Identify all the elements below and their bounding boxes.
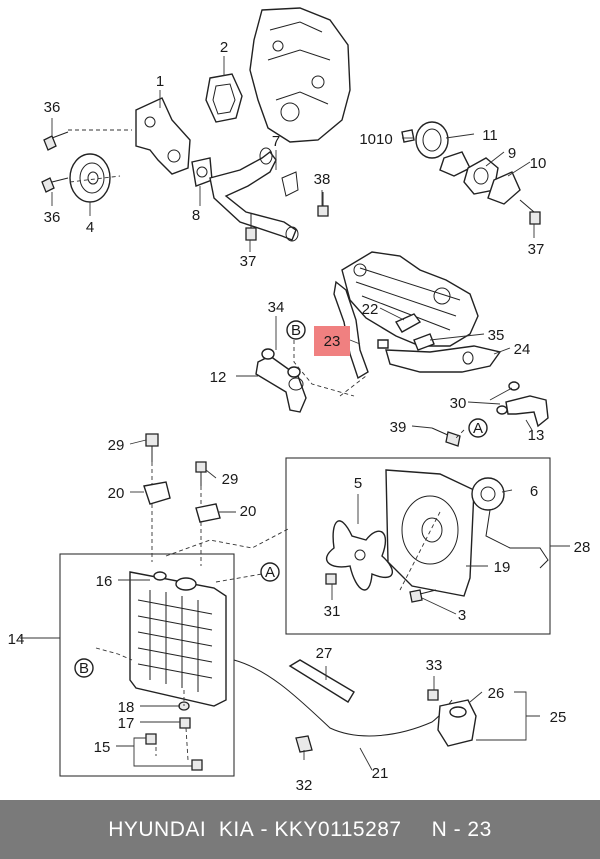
- hose-part-22: [394, 313, 422, 333]
- callout-30: 30: [450, 395, 467, 412]
- parts-diagram: A A B B 1 2 36 36 4 8 7 38 37 1010 11 9 …: [8, 7, 591, 794]
- dashed-lines: [68, 129, 465, 761]
- callout-31: 31: [324, 603, 341, 620]
- clip-part-32: [295, 735, 313, 753]
- hose-part-12: [255, 355, 307, 413]
- callout-25: 25: [550, 709, 567, 726]
- thermostat-group: [401, 121, 541, 225]
- callout-34: 34: [268, 299, 285, 316]
- callout-9: 9: [508, 145, 516, 162]
- pipe-part-24: [385, 345, 502, 373]
- callout-17: 17: [118, 715, 135, 732]
- gasket-part-2: [205, 73, 243, 123]
- radiator-box: [59, 553, 235, 777]
- callout-22: 22: [362, 301, 379, 318]
- svg-text:A: A: [473, 420, 483, 437]
- ref-b-left: B: [74, 658, 94, 678]
- callout-26: 26: [488, 685, 505, 702]
- bolt-part-37: [245, 214, 257, 241]
- ref-a-right: A: [468, 418, 488, 438]
- svg-text:B: B: [291, 322, 301, 339]
- water-pipe-part-7: [209, 147, 299, 242]
- footer-separator: -: [254, 817, 275, 841]
- callout-3: 3: [458, 607, 466, 624]
- callout-5: 5: [354, 475, 362, 492]
- callout-27: 27: [316, 645, 333, 662]
- bolt-part-39: [431, 427, 461, 447]
- bracket-part-20: [143, 481, 221, 523]
- callout-37-right: 37: [528, 241, 545, 258]
- hose-part-23: [333, 280, 389, 380]
- footer-bar: HYUNDAI KIA - KKY0115287 N - 23: [0, 800, 600, 859]
- callout-15: 15: [94, 739, 111, 756]
- fan-shroud-part-19: [385, 469, 475, 597]
- bolt-part-36: [41, 131, 69, 193]
- callout-23: 23: [324, 333, 341, 350]
- hose-part-13: [505, 395, 549, 428]
- callout-32: 32: [296, 777, 313, 794]
- callout-36-bottom: 36: [44, 209, 61, 226]
- clamp-part-34: [261, 348, 301, 378]
- callout-33: 33: [426, 657, 443, 674]
- fan-blade-part-5: [326, 520, 393, 591]
- callout-37-left: 37: [240, 253, 257, 270]
- callout-39: 39: [390, 419, 407, 436]
- callout-16: 16: [96, 573, 113, 590]
- callout-12: 12: [210, 369, 227, 386]
- bolt-part-33: [427, 689, 439, 701]
- callout-19: 19: [494, 559, 511, 576]
- svg-text:A: A: [265, 564, 275, 581]
- callout-10: 10: [530, 155, 547, 172]
- bracket-part-1: [135, 97, 191, 175]
- callout-14: 14: [8, 631, 25, 648]
- callout-labels: 1 2 36 36 4 8 7 38 37 1010 11 9 10 37 22…: [8, 39, 591, 794]
- callout-29-left: 29: [108, 437, 125, 454]
- callout-1010: 1010: [359, 131, 392, 148]
- callout-11: 11: [482, 127, 498, 144]
- callout-13: 13: [528, 427, 545, 444]
- radiator-part-14: [129, 571, 227, 707]
- plug-part-17: [179, 717, 191, 729]
- ref-b-top: B: [286, 320, 306, 340]
- callout-18: 18: [118, 699, 135, 716]
- screw-part-3: [409, 589, 437, 603]
- bolt-part-38: [317, 192, 329, 217]
- engine-block: [249, 7, 351, 143]
- callout-21: 21: [372, 765, 389, 782]
- footer-part-number: KKY0115287: [274, 817, 402, 841]
- callout-2: 2: [220, 39, 228, 56]
- footer-page: N - 23: [431, 817, 492, 841]
- cylinder-head: [341, 251, 479, 347]
- callout-29-right: 29: [222, 471, 239, 488]
- callout-35: 35: [488, 327, 505, 344]
- callout-4: 4: [86, 219, 94, 236]
- radiator-cap-part-16: [153, 571, 197, 591]
- callout-6: 6: [530, 483, 538, 500]
- callout-8: 8: [192, 207, 200, 224]
- callout-38: 38: [314, 171, 331, 188]
- hose-part-35: [413, 333, 435, 351]
- leader-lines: [20, 56, 570, 771]
- footer-brand: HYUNDAI KIA: [108, 817, 255, 841]
- bushing-part-15: [145, 733, 203, 771]
- callout-28: 28: [574, 539, 591, 556]
- pulley-part-4: [69, 153, 111, 203]
- highlight-box-part-23: [314, 326, 350, 356]
- callout-24: 24: [514, 341, 531, 358]
- callout-7: 7: [272, 133, 280, 150]
- nut-part-31: [325, 573, 337, 585]
- svg-text:B: B: [79, 660, 89, 677]
- callout-36-top: 36: [44, 99, 61, 116]
- bolt-part-29: [145, 433, 207, 486]
- callout-1: 1: [156, 73, 164, 90]
- reservoir-part-25: [437, 699, 477, 747]
- callout-20-right: 20: [240, 503, 257, 520]
- motor-part-6: [471, 477, 549, 569]
- callout-20-left: 20: [108, 485, 125, 502]
- gasket-part-8: [191, 157, 213, 187]
- ref-a-mid: A: [260, 562, 280, 582]
- hose-part-27: [288, 659, 355, 703]
